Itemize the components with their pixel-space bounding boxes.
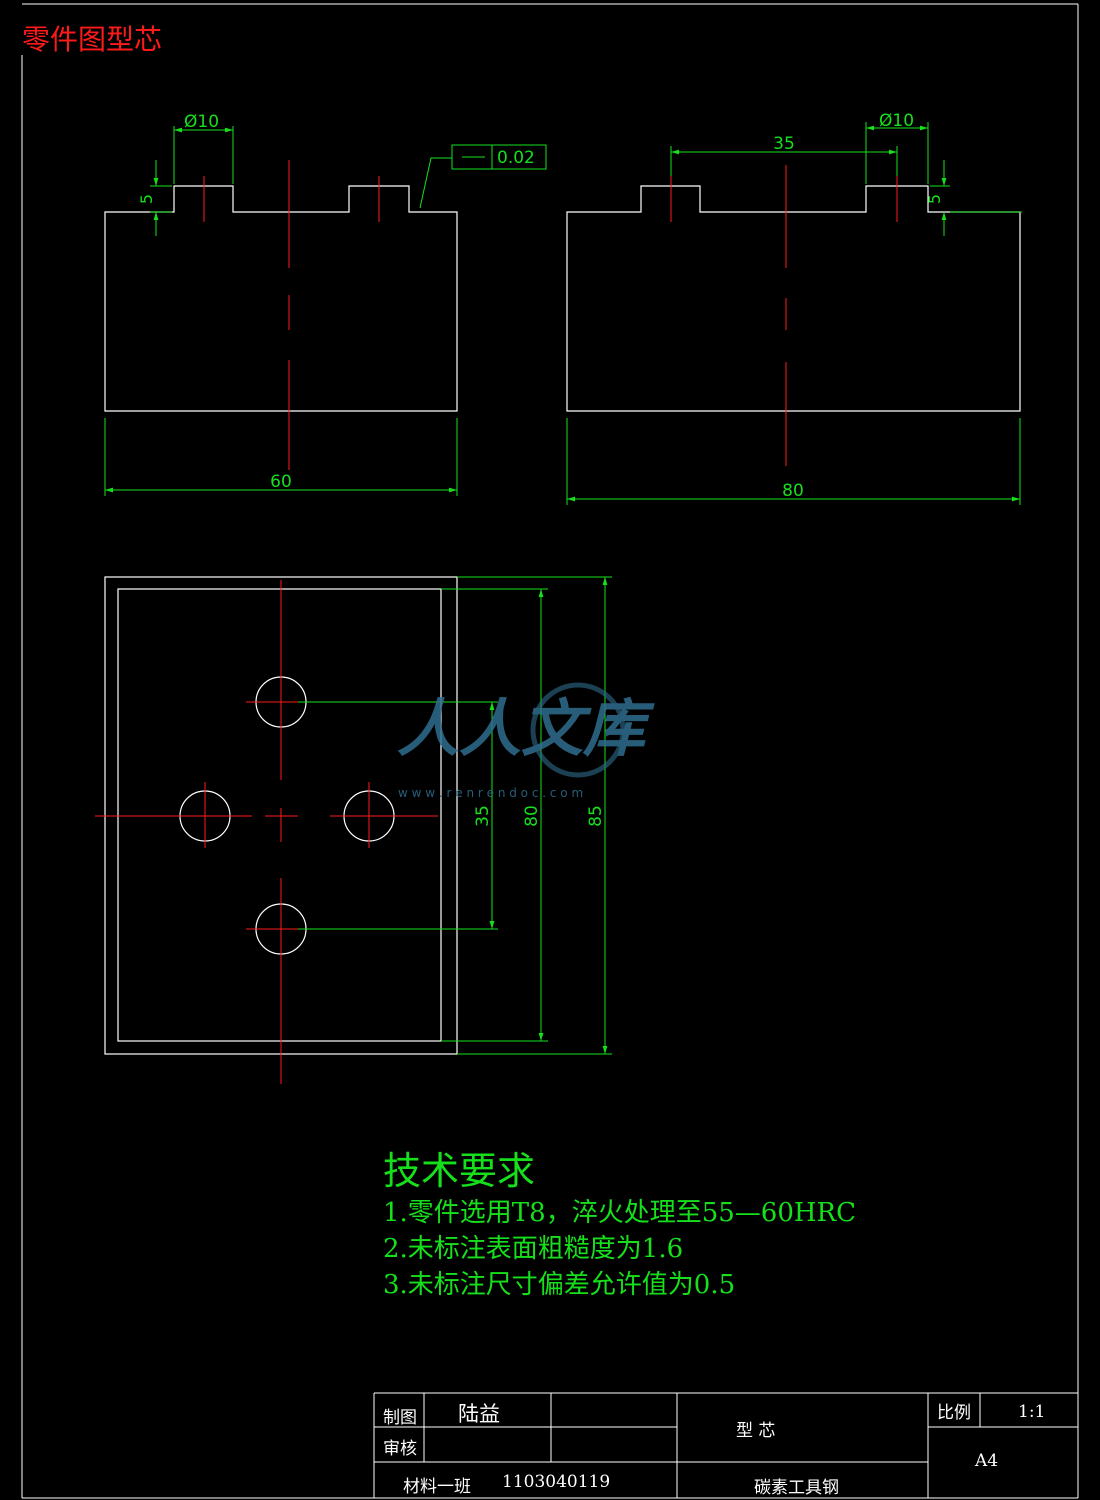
requirements-heading: 技术要求 — [383, 1149, 536, 1193]
side-spacing-label: 35 — [773, 134, 795, 154]
watermark-text: 人人文库 — [397, 692, 655, 765]
top-view: 35 80 85 — [95, 576, 612, 1084]
watermark-url: w w w . r e n r e n d o c . c o m — [398, 786, 583, 800]
front-width-label: 60 — [270, 472, 292, 492]
side-dia-label: Ø10 — [879, 111, 914, 131]
part-name: 型 芯 — [736, 1421, 776, 1441]
top-inner-height-label: 80 — [522, 805, 542, 827]
top-view-centerlines — [95, 580, 438, 1084]
scale-value: 1:1 — [1018, 1402, 1046, 1422]
requirement-item: 1.零件选用T8，淬火处理至55—60HRC — [383, 1198, 857, 1228]
scale-label: 比例 — [937, 1403, 971, 1423]
review-label: 审核 — [383, 1439, 417, 1459]
front-view-dimensions — [104, 126, 547, 496]
side-step-label: 5 — [925, 194, 944, 204]
top-outer-height-label: 85 — [586, 805, 606, 827]
top-view-dimensions — [298, 576, 612, 1055]
side-view: Ø10 35 5 80 — [566, 111, 1022, 505]
side-view-centerlines — [670, 165, 898, 466]
requirement-item: 3.未标注尺寸偏差允许值为0.5 — [383, 1270, 736, 1300]
front-dia-label: Ø10 — [184, 112, 219, 132]
student-id: 1103040119 — [502, 1472, 611, 1492]
class-label: 材料一班 — [403, 1477, 471, 1497]
drawn-by-label: 制图 — [383, 1408, 417, 1428]
paper-size: A4 — [975, 1451, 999, 1471]
front-step-label: 5 — [137, 194, 156, 204]
drawn-by-name: 陆益 — [458, 1402, 500, 1426]
requirement-item: 2.未标注表面粗糙度为1.6 — [383, 1234, 684, 1264]
top-hole-spacing-label: 35 — [473, 805, 493, 827]
side-view-dimensions — [566, 122, 1022, 505]
drawing-frame — [21, 3, 1079, 1499]
title-block-grid — [373, 1392, 1078, 1498]
drawing-title: 零件图型芯 — [22, 23, 163, 56]
front-view: Ø10 5 0.02 60 — [104, 112, 547, 496]
front-view-outline — [104, 185, 458, 412]
side-view-outline — [566, 185, 1021, 412]
front-view-centerlines — [203, 160, 380, 470]
watermark-logo-ring — [530, 682, 626, 778]
top-view-inner-outline — [117, 588, 442, 1042]
material-name: 碳素工具钢 — [754, 1478, 839, 1498]
watermark: 人人文库 w w w . r e n r e n d o c . c o m — [397, 682, 655, 800]
side-width-label: 80 — [782, 481, 804, 501]
front-tolerance-value: 0.02 — [497, 148, 535, 168]
